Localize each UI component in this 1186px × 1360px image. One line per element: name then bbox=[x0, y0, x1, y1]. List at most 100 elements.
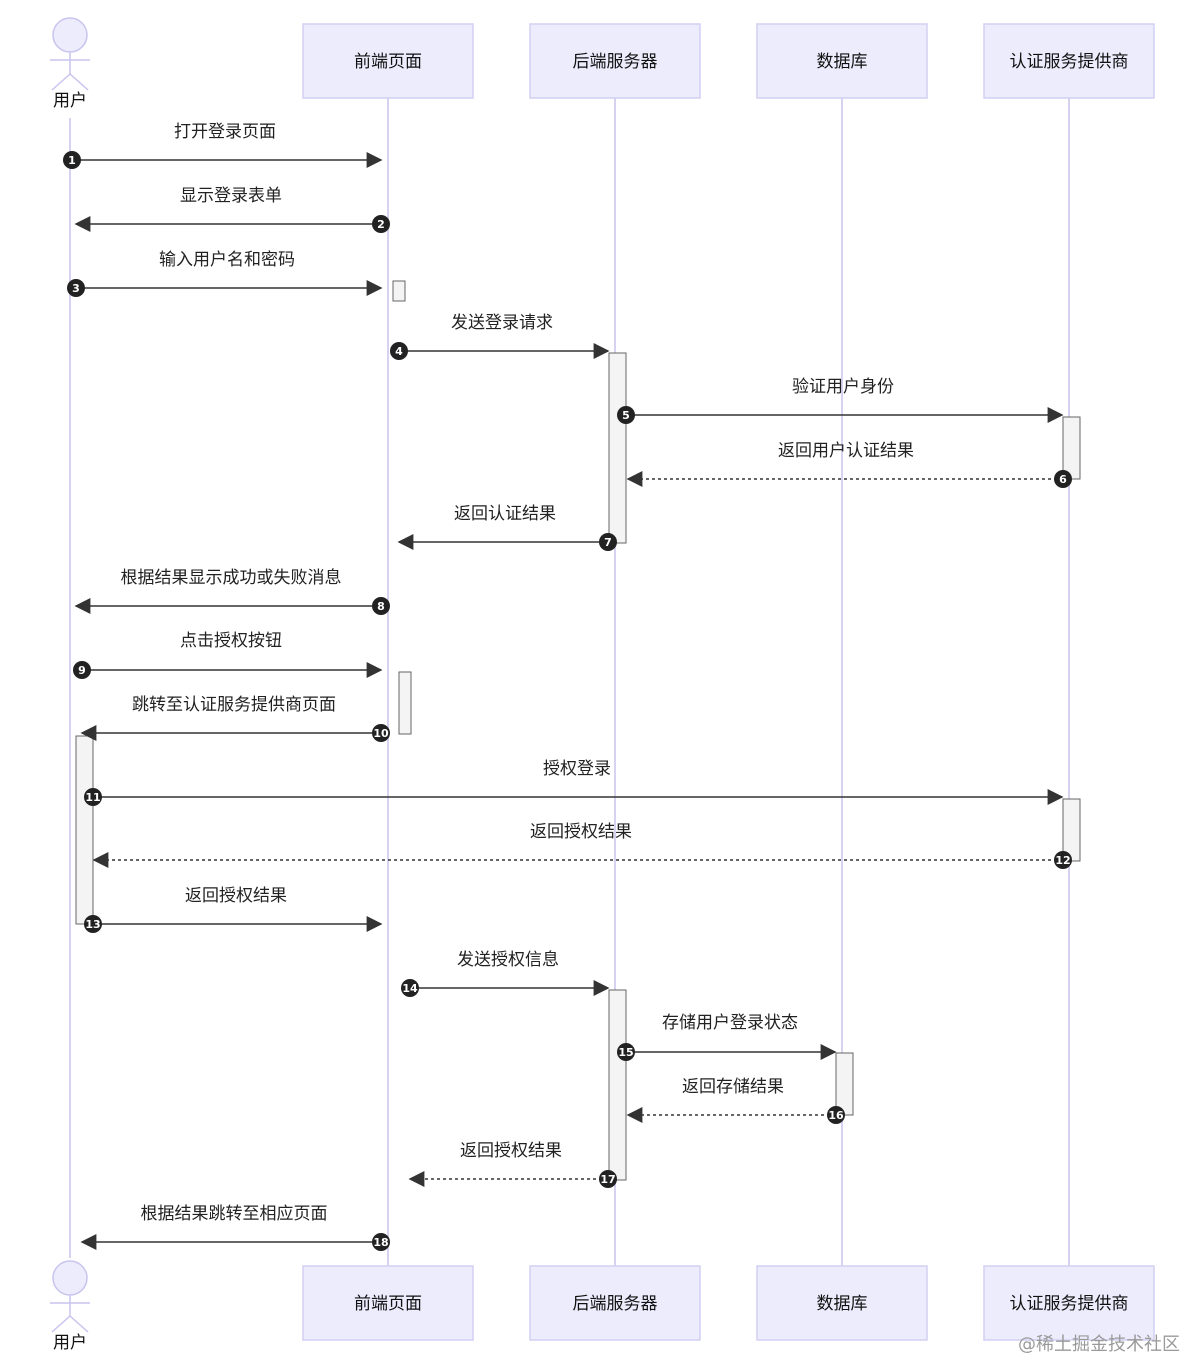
participant-label: 后端服务器 bbox=[573, 52, 658, 72]
participant-db-bottom: 数据库 bbox=[756, 1265, 928, 1341]
sequence-number: 9 bbox=[78, 664, 86, 677]
sequence-number: 6 bbox=[1059, 473, 1067, 486]
sequence-number-marker bbox=[1054, 470, 1072, 488]
message-label: 验证用户身份 bbox=[792, 377, 894, 397]
message-10: 跳转至认证服务提供商页面 10 bbox=[80, 695, 390, 742]
activation-backend-2 bbox=[608, 989, 627, 1181]
sequence-number-marker bbox=[401, 979, 419, 997]
sequence-number-marker bbox=[67, 279, 85, 297]
message-5: 验证用户身份 5 bbox=[617, 377, 1064, 424]
message-9: 点击授权按钮 9 bbox=[73, 631, 383, 679]
participant-label: 认证服务提供商 bbox=[1010, 52, 1129, 72]
sequence-number: 8 bbox=[377, 600, 385, 613]
sequence-number-marker bbox=[372, 1233, 390, 1251]
sequence-number-marker bbox=[63, 151, 81, 169]
participant-auth-bottom: 认证服务提供商 bbox=[983, 1265, 1155, 1341]
participant-frontend-bottom: 前端页面 bbox=[302, 1265, 474, 1341]
message-label: 发送登录请求 bbox=[451, 313, 553, 333]
activation-backend-1 bbox=[608, 352, 627, 544]
message-18: 根据结果跳转至相应页面 18 bbox=[80, 1204, 390, 1251]
actor-user-bottom: 用户 bbox=[50, 1260, 90, 1353]
sequence-number-marker bbox=[372, 597, 390, 615]
sequence-number: 15 bbox=[618, 1046, 633, 1059]
participant-backend-bottom: 后端服务器 bbox=[529, 1265, 701, 1341]
message-4: 发送登录请求 4 bbox=[390, 313, 610, 360]
message-15: 存储用户登录状态 15 bbox=[617, 1013, 837, 1061]
message-label: 根据结果显示成功或失败消息 bbox=[121, 568, 342, 588]
message-label: 返回认证结果 bbox=[454, 504, 556, 524]
sequence-number-marker bbox=[599, 533, 617, 551]
sequence-number: 3 bbox=[72, 282, 80, 295]
message-12: 返回授权结果 12 bbox=[92, 822, 1072, 869]
message-2: 显示登录表单 2 bbox=[74, 186, 390, 233]
sequence-number: 5 bbox=[622, 409, 630, 422]
message-label: 发送授权信息 bbox=[457, 950, 559, 970]
participant-label: 后端服务器 bbox=[573, 1294, 658, 1314]
sequence-number-marker bbox=[827, 1106, 845, 1124]
participant-auth-top: 认证服务提供商 bbox=[983, 23, 1155, 99]
activation-frontend-2 bbox=[398, 671, 412, 735]
sequence-number-marker bbox=[73, 661, 91, 679]
message-13: 返回授权结果 13 bbox=[84, 886, 383, 933]
sequence-number-marker bbox=[1054, 851, 1072, 869]
message-label: 跳转至认证服务提供商页面 bbox=[132, 695, 336, 715]
participant-label: 认证服务提供商 bbox=[1010, 1294, 1129, 1314]
actor-label-top: 用户 bbox=[53, 91, 87, 111]
sequence-number-marker bbox=[599, 1170, 617, 1188]
activation-frontend-1 bbox=[392, 280, 406, 302]
message-label: 返回存储结果 bbox=[682, 1077, 784, 1097]
actor-head-icon bbox=[52, 17, 88, 53]
message-label: 输入用户名和密码 bbox=[159, 250, 295, 270]
message-3: 输入用户名和密码 3 bbox=[67, 250, 383, 297]
participant-label: 数据库 bbox=[817, 1294, 868, 1314]
sequence-number: 16 bbox=[828, 1109, 844, 1122]
sequence-number: 4 bbox=[395, 345, 403, 358]
sequence-number: 2 bbox=[377, 218, 385, 231]
participant-label: 前端页面 bbox=[354, 52, 422, 72]
sequence-number: 12 bbox=[1055, 854, 1070, 867]
activation-auth-1 bbox=[1062, 416, 1081, 480]
sequence-number: 11 bbox=[85, 791, 100, 804]
message-label: 授权登录 bbox=[543, 759, 611, 779]
message-label: 返回授权结果 bbox=[185, 886, 287, 906]
sequence-number: 13 bbox=[85, 918, 100, 931]
participant-label: 前端页面 bbox=[354, 1294, 422, 1314]
message-label: 点击授权按钮 bbox=[180, 631, 282, 651]
message-6: 返回用户认证结果 6 bbox=[626, 441, 1072, 488]
message-7: 返回认证结果 7 bbox=[397, 504, 617, 551]
actor-label-bottom: 用户 bbox=[53, 1333, 87, 1353]
message-8: 根据结果显示成功或失败消息 8 bbox=[74, 568, 390, 615]
sequence-number-marker bbox=[617, 1043, 635, 1061]
message-11: 授权登录 11 bbox=[84, 759, 1064, 806]
activation-db-1 bbox=[835, 1052, 854, 1116]
sequence-number-marker bbox=[84, 915, 102, 933]
sequence-number: 7 bbox=[604, 536, 612, 549]
message-label: 返回授权结果 bbox=[530, 822, 632, 842]
participant-label: 数据库 bbox=[817, 52, 868, 72]
sequence-number: 1 bbox=[68, 154, 76, 167]
sequence-number: 10 bbox=[373, 727, 389, 740]
message-label: 打开登录页面 bbox=[174, 122, 276, 142]
sequence-number: 17 bbox=[600, 1173, 615, 1186]
message-16: 返回存储结果 16 bbox=[626, 1077, 845, 1124]
message-label: 显示登录表单 bbox=[180, 186, 282, 206]
actor-user-top: 用户 bbox=[50, 17, 90, 111]
sequence-number-marker bbox=[390, 342, 408, 360]
message-label: 存储用户登录状态 bbox=[662, 1013, 798, 1033]
message-label: 根据结果跳转至相应页面 bbox=[141, 1204, 328, 1224]
participant-db-top: 数据库 bbox=[756, 23, 928, 99]
participant-frontend-top: 前端页面 bbox=[302, 23, 474, 99]
watermark: @稀土掘金技术社区 bbox=[1018, 1334, 1180, 1355]
message-17: 返回授权结果 17 bbox=[408, 1141, 617, 1188]
activation-user-1 bbox=[75, 735, 94, 925]
sequence-number-marker bbox=[372, 724, 390, 742]
participant-backend-top: 后端服务器 bbox=[529, 23, 701, 99]
sequence-number: 18 bbox=[373, 1236, 388, 1249]
message-label: 返回用户认证结果 bbox=[778, 441, 914, 461]
message-1: 打开登录页面 1 bbox=[63, 122, 383, 169]
sequence-number: 14 bbox=[402, 982, 418, 995]
sequence-number-marker bbox=[84, 788, 102, 806]
sequence-number-marker bbox=[372, 215, 390, 233]
message-14: 发送授权信息 14 bbox=[401, 950, 610, 997]
